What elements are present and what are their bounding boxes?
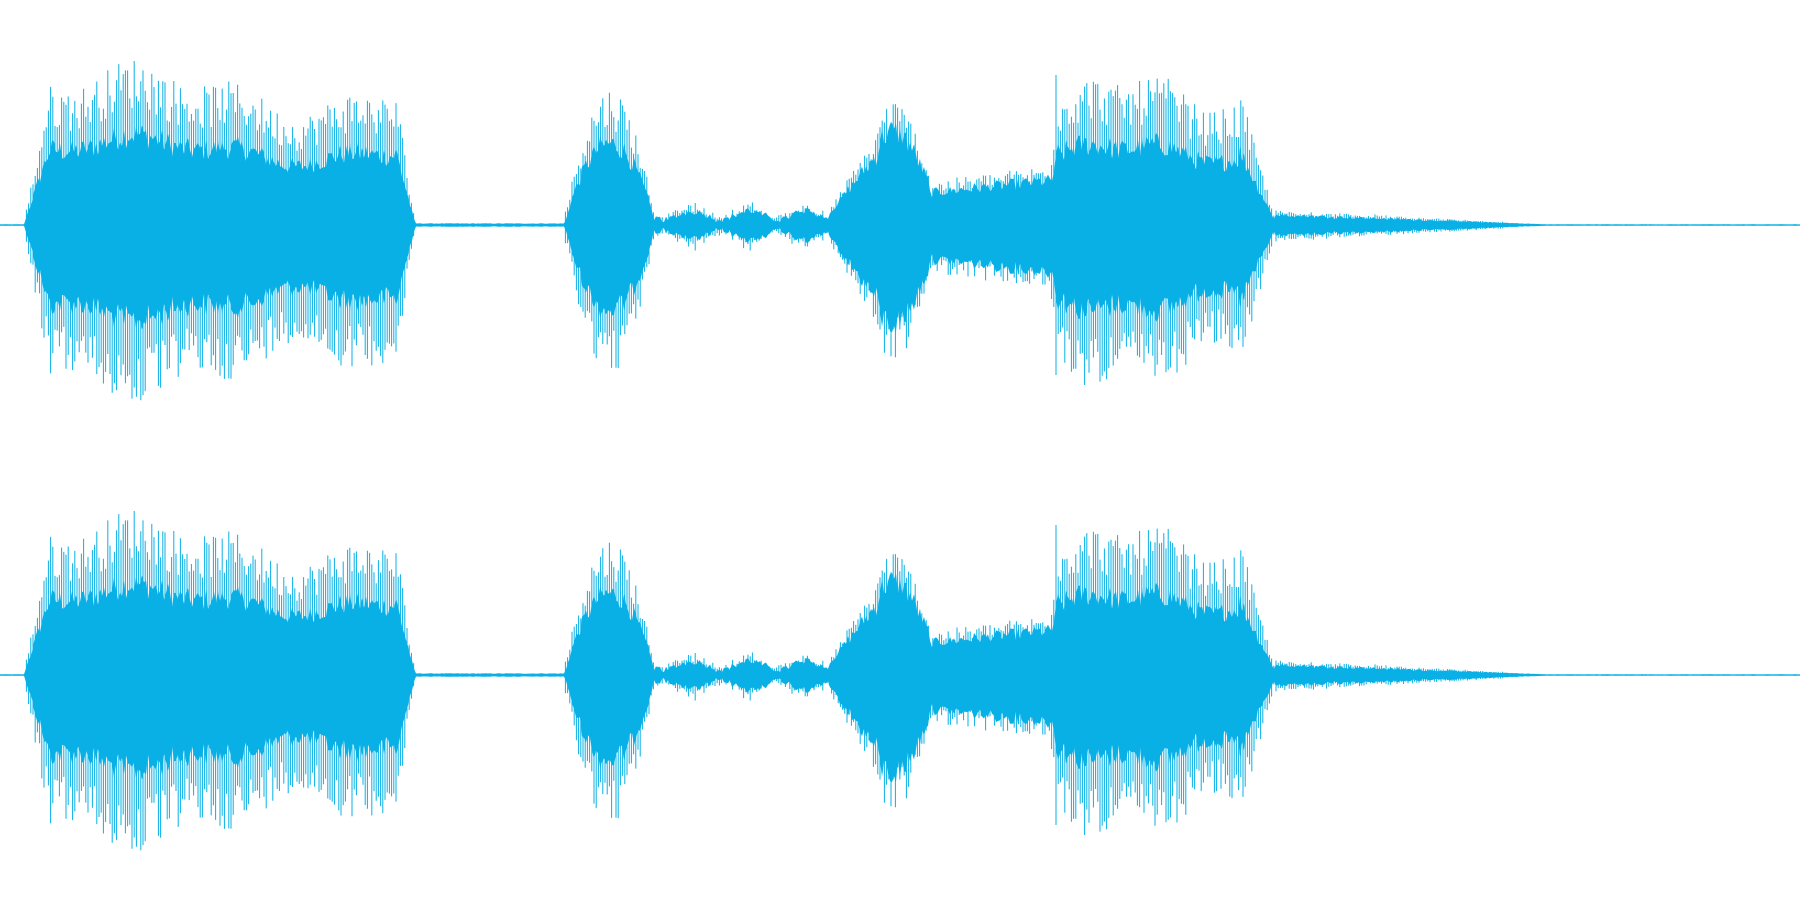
waveform-channel-2 <box>0 511 1800 851</box>
waveform-channel-1 <box>0 61 1800 401</box>
waveform-peaks <box>25 61 1504 401</box>
waveform-peaks <box>25 511 1504 851</box>
